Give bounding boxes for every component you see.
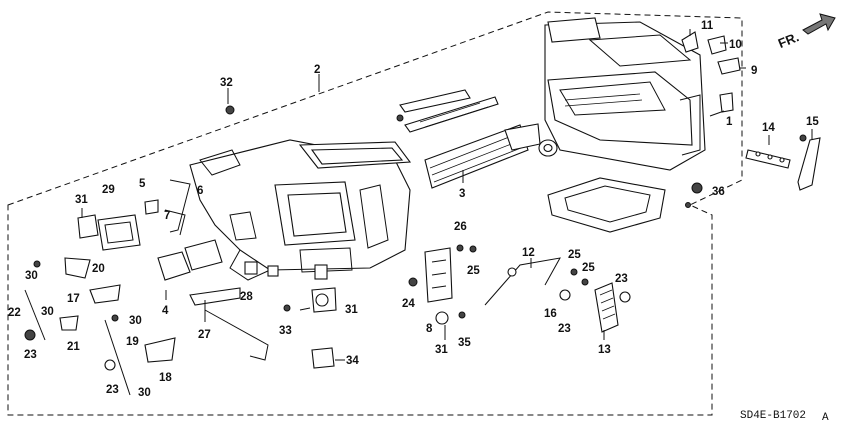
- part-label-31: 31: [345, 304, 358, 316]
- part-label-22: 22: [8, 307, 21, 319]
- part-label-34: 34: [346, 355, 359, 367]
- assembly-boundary: [7, 11, 743, 416]
- front-direction-label: FR.: [776, 29, 801, 51]
- part-label-9: 9: [751, 65, 757, 77]
- center-small-parts-drawing: [225, 105, 631, 369]
- part-label-13: 13: [598, 344, 611, 356]
- front-direction-arrow: [802, 13, 836, 35]
- part-label-30: 30: [41, 306, 54, 318]
- drawing-code: SD4E-B1702: [740, 410, 806, 422]
- part-label-30: 30: [129, 315, 142, 327]
- drain-tray-drawing: [547, 177, 666, 233]
- part-label-23: 23: [24, 349, 37, 361]
- part-label-33: 33: [279, 325, 292, 337]
- part-label-23: 23: [106, 384, 119, 396]
- part-label-29: 29: [102, 184, 115, 196]
- part-label-7: 7: [164, 210, 170, 222]
- part-label-17: 17: [67, 293, 80, 305]
- part-label-25: 25: [568, 249, 581, 261]
- air-mix-door-drawing: [396, 89, 499, 133]
- part-label-12: 12: [522, 247, 535, 259]
- part-label-32: 32: [220, 77, 233, 89]
- part-label-5: 5: [139, 178, 146, 190]
- part-label-25: 25: [582, 262, 595, 274]
- mode-levers-drawing: [681, 31, 821, 208]
- part-label-20: 20: [92, 263, 105, 275]
- part-label-30: 30: [138, 387, 151, 399]
- part-label-25: 25: [467, 265, 480, 277]
- part-label-18: 18: [159, 372, 172, 384]
- drawing-code-suffix: A: [822, 412, 829, 424]
- part-label-10: 10: [729, 39, 742, 51]
- heater-core-drawing: [424, 123, 558, 189]
- part-label-6: 6: [197, 185, 203, 197]
- part-label-1: 1: [726, 116, 733, 128]
- part-label-36: 36: [712, 186, 725, 198]
- part-label-19: 19: [126, 336, 139, 348]
- part-label-31: 31: [75, 194, 88, 206]
- part-labels: 2 32 3 11 10 9 1 14 15 36 5 6 7 31 29 30…: [8, 20, 819, 399]
- part-label-21: 21: [67, 341, 80, 353]
- evaporator-case-drawing: [544, 17, 706, 171]
- part-label-23: 23: [558, 323, 571, 335]
- part-label-26: 26: [454, 221, 467, 233]
- part-label-8: 8: [426, 323, 433, 335]
- part-label-2: 2: [314, 64, 320, 76]
- left-small-parts-drawing: [24, 179, 269, 396]
- part-label-31: 31: [435, 344, 448, 356]
- part-label-3: 3: [459, 188, 465, 200]
- part-label-35: 35: [458, 337, 471, 349]
- heater-case-drawing: [189, 139, 412, 281]
- part-label-11: 11: [701, 20, 714, 32]
- part-label-27: 27: [198, 329, 211, 341]
- leader-lines: [81, 29, 813, 361]
- part-label-24: 24: [402, 298, 415, 310]
- part-label-4: 4: [162, 305, 169, 317]
- part-label-28: 28: [240, 291, 253, 303]
- part-label-15: 15: [806, 116, 819, 128]
- part-label-23: 23: [615, 273, 628, 285]
- part-label-14: 14: [762, 122, 775, 134]
- part-label-30: 30: [25, 270, 38, 282]
- part-label-16: 16: [544, 308, 557, 320]
